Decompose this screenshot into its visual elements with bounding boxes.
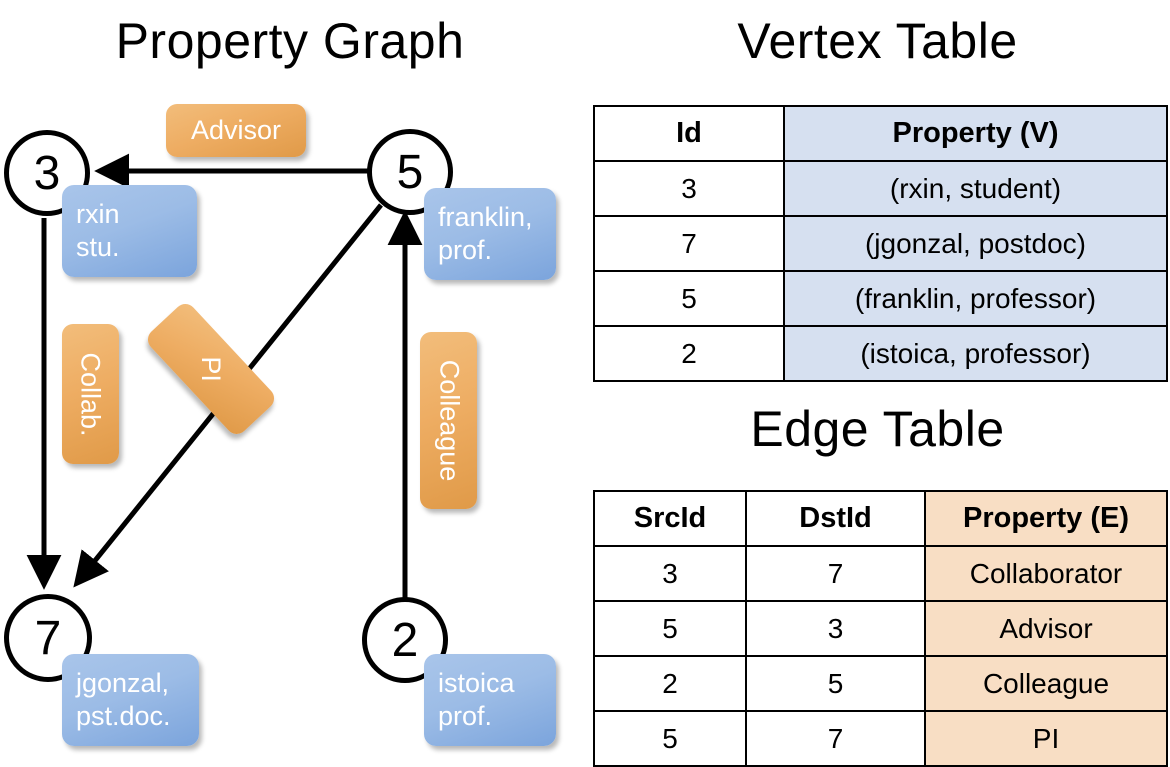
edge-label-colleague-text: Colleague <box>434 359 464 482</box>
vertex-row-2-id: 5 <box>593 270 785 327</box>
edge-row-0-dst: 7 <box>745 545 926 602</box>
vertex-row-3-property: (istoica, professor) <box>783 325 1168 382</box>
vertex-row-2-property: (franklin, professor) <box>783 270 1168 327</box>
vertex-row-3-id: 2 <box>593 325 785 382</box>
vertex-property-3-line2: stu. <box>76 232 120 262</box>
edge-row-2-property: Colleague <box>924 655 1168 712</box>
vertex-property-5-line2: prof. <box>438 235 493 265</box>
edge-table-header-srcid: SrcId <box>593 490 747 547</box>
vertex-property-2-line1: istoica <box>438 668 515 699</box>
graph-node-7-label: 7 <box>34 611 62 665</box>
edge-row-1-dst: 3 <box>745 600 926 657</box>
edge-table-header-row: SrcId DstId Property (E) <box>593 490 1168 547</box>
page-title-property-graph: Property Graph <box>115 13 465 69</box>
edge-table-row[interactable]: 5 3 Advisor <box>593 600 1168 657</box>
vertex-property-box-7[interactable]: jgonzal, pst.doc. <box>62 654 199 746</box>
edge-row-3-property: PI <box>924 710 1168 767</box>
edge-label-colleague[interactable]: Colleague <box>420 332 477 509</box>
vertex-table-header-id: Id <box>593 105 785 162</box>
graph-node-5[interactable]: 5 <box>367 129 453 215</box>
edge-row-3-dst: 7 <box>745 710 926 767</box>
edge-row-1-src: 5 <box>593 600 747 657</box>
page-title-vertex-table: Vertex Table <box>737 13 1018 69</box>
edge-row-3-src: 5 <box>593 710 747 767</box>
edge-row-2-dst: 5 <box>745 655 926 712</box>
graph-node-2-label: 2 <box>391 613 419 667</box>
graph-node-5-label: 5 <box>396 145 424 199</box>
edge-row-2-src: 2 <box>593 655 747 712</box>
vertex-property-7-line1: jgonzal, <box>76 668 170 699</box>
edge-table-row[interactable]: 2 5 Colleague <box>593 655 1168 712</box>
vertex-property-5-line1: franklin, <box>438 202 533 233</box>
edge-label-collab[interactable]: Collab. <box>62 324 119 464</box>
vertex-property-2-line2: prof. <box>438 701 493 731</box>
vertex-row-0-property: (rxin, student) <box>783 160 1168 217</box>
edge-row-0-property: Collaborator <box>924 545 1168 602</box>
vertex-table-row[interactable]: 2 (istoica, professor) <box>593 325 1168 382</box>
edge-table-header-dstid: DstId <box>745 490 926 547</box>
edge-table-row[interactable]: 5 7 PI <box>593 710 1168 767</box>
vertex-table-row[interactable]: 5 (franklin, professor) <box>593 270 1168 327</box>
vertex-property-box-3[interactable]: rxin stu. <box>62 185 197 277</box>
graph-node-3-label: 3 <box>33 146 61 200</box>
vertex-table: Id Property (V) 3 (rxin, student) 7 (jgo… <box>593 105 1168 382</box>
vertex-row-1-property: (jgonzal, postdoc) <box>783 215 1168 272</box>
vertex-table-header-row: Id Property (V) <box>593 105 1168 162</box>
edge-label-advisor[interactable]: Advisor <box>166 104 306 157</box>
edge-row-1-property: Advisor <box>924 600 1168 657</box>
vertex-property-7-line2: pst.doc. <box>76 701 171 731</box>
vertex-property-box-5[interactable]: franklin, prof. <box>424 188 556 280</box>
vertex-table-row[interactable]: 7 (jgonzal, postdoc) <box>593 215 1168 272</box>
edge-label-advisor-text: Advisor <box>190 115 282 145</box>
vertex-row-1-id: 7 <box>593 215 785 272</box>
edge-table: SrcId DstId Property (E) 3 7 Collaborato… <box>593 490 1168 767</box>
edge-label-pi-text: PI <box>196 356 227 382</box>
edge-table-header-property: Property (E) <box>924 490 1168 547</box>
vertex-row-0-id: 3 <box>593 160 785 217</box>
page-title-edge-table: Edge Table <box>750 401 1005 457</box>
vertex-property-box-2[interactable]: istoica prof. <box>424 654 556 746</box>
vertex-property-3-line1: rxin <box>76 199 120 230</box>
vertex-table-row[interactable]: 3 (rxin, student) <box>593 160 1168 217</box>
edge-table-row[interactable]: 3 7 Collaborator <box>593 545 1168 602</box>
edge-label-collab-text: Collab. <box>76 351 107 437</box>
vertex-table-header-property: Property (V) <box>783 105 1168 162</box>
graph-node-2[interactable]: 2 <box>362 597 448 683</box>
edge-row-0-src: 3 <box>593 545 747 602</box>
